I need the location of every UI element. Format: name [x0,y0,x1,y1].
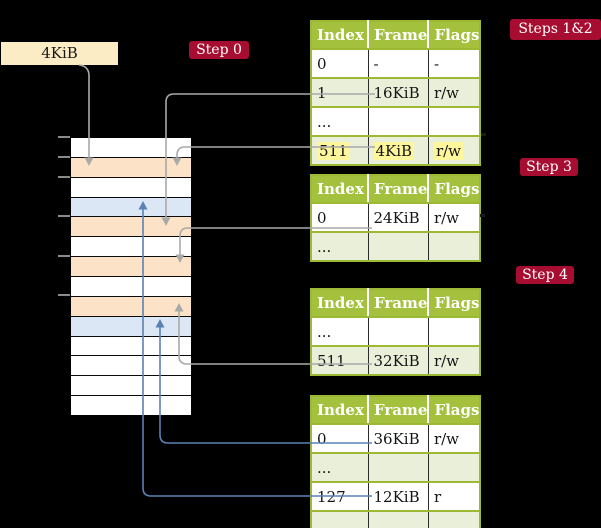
tick-mark [58,175,70,178]
column-header-index: Index [311,289,369,318]
memory-frame-10-free [71,336,191,357]
column-header-flags: Flags [428,396,481,425]
memory-frame-8-table [71,296,191,317]
tick-mark [58,215,70,218]
table-row: 511 4KiB r/w [311,135,481,165]
table-cell [428,316,481,346]
tick-mark [58,136,70,138]
table-cell [428,452,481,482]
highlighted-value: 4KiB [373,141,415,160]
memory-frame-5-free [71,237,191,258]
memory-frame-0-free [71,138,191,158]
table-cell [368,231,429,261]
table-cell: r/w [428,345,481,375]
column-header-frame: Frame [368,175,430,204]
highlighted-value: 511 [317,141,350,160]
badge-step-3: Step 3 [520,158,578,176]
column-header-index: Index [311,396,369,425]
table-cell: 511 [311,345,369,375]
memory-frame-1-table [71,157,191,178]
badge-steps-1-2: Steps 1&2 [510,19,601,40]
table-cell: ... [311,231,369,261]
column-header-frame: Frame [368,21,430,50]
physical-memory-column [70,137,192,416]
column-header-frame: Frame [368,396,430,425]
page-table-base-label: 4KiB [41,44,78,62]
memory-frame-11-free [71,356,191,377]
memory-frame-4-table [71,217,191,238]
memory-frame-12-free [71,376,191,397]
table-cell: ... [311,452,369,482]
table-cell: ... [311,106,369,136]
table-cell: - [368,48,429,78]
column-header-frame: Frame [368,289,430,318]
memory-frame-7-free [71,277,191,297]
table-cell: ... [311,510,369,528]
table-cell [368,106,429,136]
table-cell [368,316,429,346]
table-cell: 24KiB [368,202,429,232]
table-cell: 0 [311,48,369,78]
table-cell: ... [311,316,369,346]
table-cell: - [428,48,481,78]
table-cell: 36KiB [368,423,429,453]
table-cell: 32KiB [368,345,429,375]
memory-frame-3-data [71,197,191,218]
highlighted-value: r/w [433,141,464,160]
table-cell: 511 [311,135,369,165]
table-cell: r/w [428,202,481,232]
memory-frame-6-table [71,257,191,278]
table-cell: 0 [311,202,369,232]
table-row: ... [311,510,481,528]
table-cell: 0 [311,423,369,453]
page-table-base-register: 4KiB [1,42,118,65]
table-row: 0-- [311,48,481,78]
table-cell: 1 [311,77,369,107]
table-cell [428,510,481,528]
column-header-flags: Flags [428,289,481,318]
table-cell: r/w [428,423,481,453]
table-cell [368,510,429,528]
badge-step-4: Step 4 [516,266,574,284]
memory-frame-13-free [71,396,191,416]
tick-mark [58,294,70,297]
table-row: ... [311,106,481,136]
column-header-flags: Flags [428,175,481,204]
table-cell: 16KiB [368,77,429,107]
row-dash-marker-0 [481,133,486,136]
memory-frame-9-data [71,316,191,337]
tick-mark [58,155,70,158]
table-row: ... [311,316,481,346]
table-cell: 12KiB [368,481,429,511]
badge-step-0: Step 0 [189,41,249,59]
table-row: ... [311,231,481,261]
column-header-index: Index [311,21,369,50]
table-cell: 4KiB [368,135,429,165]
column-header-index: Index [311,175,369,204]
memory-frame-2-free [71,177,191,198]
tick-mark [58,254,70,257]
table-cell [428,231,481,261]
table-cell [368,452,429,482]
row-dash-marker-1 [480,214,485,217]
table-cell: 127 [311,481,369,511]
table-cell: r/w [428,77,481,107]
table-cell: r/w [428,135,481,165]
table-row: ... [311,452,481,482]
table-cell: r [428,481,481,511]
table-cell [428,106,481,136]
column-header-flags: Flags [428,21,481,50]
